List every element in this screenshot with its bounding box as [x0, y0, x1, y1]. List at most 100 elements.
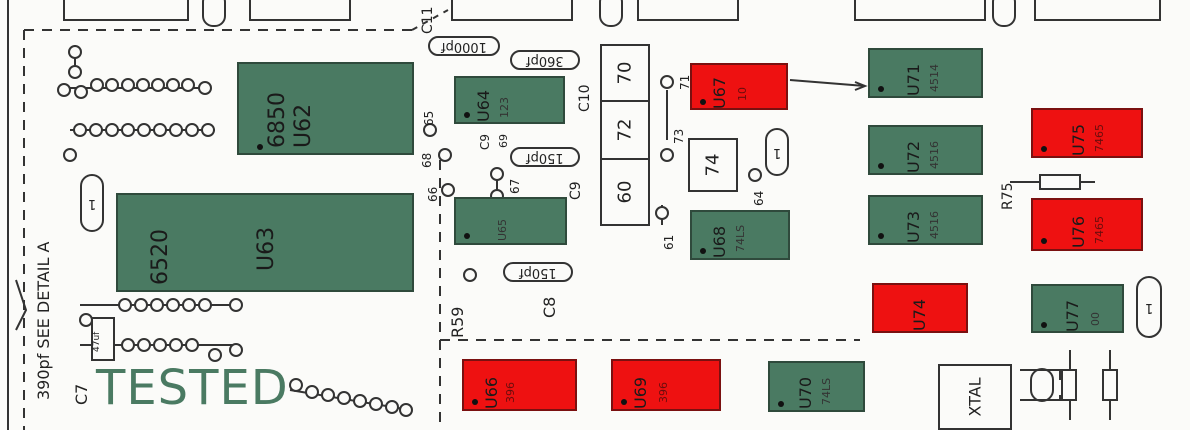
crystal-oscillator: XTAL [938, 364, 1012, 430]
capacitor-right-1: 1 [1136, 276, 1162, 338]
chip-ref: U77 [1063, 299, 1082, 332]
chip-u72[interactable]: U72 4516 [868, 125, 983, 175]
pin1-dot [464, 112, 470, 118]
chip-u69[interactable]: U69 396 [611, 359, 721, 411]
chip-u68[interactable]: U68 74LS [690, 210, 790, 260]
pin1-dot [878, 86, 884, 92]
chip-part-number: 4516 [928, 211, 941, 239]
chip-ref: U68 [710, 225, 729, 258]
chip-u65[interactable]: U65 [454, 197, 567, 245]
cell-70: 70 [600, 44, 650, 102]
chip-ref: U65 [496, 218, 509, 241]
label-66: 66 [426, 186, 440, 202]
capacitor-360pf: 360pf [510, 50, 580, 70]
chip-ref: U76 [1069, 215, 1088, 248]
capacitor-xtal [1030, 368, 1054, 402]
chip-u62[interactable]: 6850 U62 [237, 62, 414, 155]
chip-u73[interactable]: U73 4516 [868, 195, 983, 245]
chip-u70[interactable]: U70 74LS [768, 361, 865, 412]
chip-part-number: 6520 [148, 229, 173, 285]
chip-ref: U64 [474, 89, 493, 122]
label-r75: R75 [1000, 182, 1016, 210]
chip-part-number: 74LS [820, 377, 833, 405]
chip-u67[interactable]: U67 10 [690, 63, 788, 110]
label-c9: C9 [568, 181, 584, 200]
capacitor-value: 360pf [526, 52, 564, 68]
chip-ref: U69 [631, 376, 650, 409]
chip-part-number: 396 [657, 382, 670, 403]
chip-u76[interactable]: U76 7465 [1031, 198, 1143, 251]
chip-u66[interactable]: U66 396 [462, 359, 577, 411]
label-c10: C10 [577, 84, 593, 112]
pin1-dot [464, 233, 470, 239]
capacitor-value: 1 [1144, 299, 1154, 315]
pin1-dot [1041, 238, 1047, 244]
chip-part-number: 123 [498, 97, 511, 118]
capacitor-1000pf: 1000pf [428, 36, 500, 56]
cell-72: 72 [600, 100, 650, 160]
chip-u63[interactable]: 6520 U63 [116, 193, 414, 292]
label-67: 67 [508, 178, 522, 194]
cell-number: 74 [702, 153, 724, 177]
chip-ref: U70 [796, 376, 815, 409]
chip-part-number: 74LS [734, 224, 747, 252]
chip-part-number: 396 [504, 382, 517, 403]
chip-u75[interactable]: U75 7465 [1031, 108, 1143, 158]
pin1-dot [878, 233, 884, 239]
chip-ref: U66 [482, 376, 501, 409]
label-65: 65 [422, 110, 436, 126]
chip-part-number: 10 [736, 87, 749, 101]
cell-60: 60 [600, 158, 650, 226]
chip-part-number: 4516 [928, 141, 941, 169]
cell-number: 60 [614, 180, 636, 204]
chip-u74[interactable]: U74 [872, 283, 968, 333]
pin1-dot [1041, 322, 1047, 328]
pin1-dot [1041, 146, 1047, 152]
capacitor-value: 1 [772, 144, 782, 160]
label-c11: C11 [420, 6, 436, 34]
chip-ref: U67 [710, 76, 729, 109]
label-r59: R59 [448, 306, 467, 338]
label-69: 69 [497, 134, 510, 148]
pin1-dot [621, 399, 627, 405]
pin1-dot [778, 401, 784, 407]
chip-part-number: 00 [1089, 312, 1102, 326]
chip-ref: U71 [904, 63, 923, 96]
label-47uf: 47uf [92, 331, 102, 352]
tested-stamp: TESTED [96, 360, 289, 416]
label-c9-small: C9 [478, 133, 492, 150]
capacitor-150pf-b: 150pf [503, 262, 573, 282]
label-c8: C8 [540, 296, 559, 318]
pin1-dot [257, 144, 263, 150]
capacitor-value: 1 [87, 195, 97, 211]
pin1-dot [700, 99, 706, 105]
label-73: 73 [672, 128, 686, 144]
capacitor-value: 150pf [519, 264, 557, 280]
chip-ref: U63 [254, 226, 279, 271]
capacitor-value: 1000pf [441, 38, 487, 54]
cell-number: 72 [614, 118, 636, 142]
cell-number: 70 [614, 61, 636, 85]
cell-74: 74 [688, 138, 738, 192]
capacitor-left-1: 1 [80, 174, 104, 232]
capacitor-value: 150pf [526, 149, 564, 165]
capacitor-center-1: 1 [765, 128, 789, 176]
chip-ref: U72 [904, 140, 923, 173]
chip-u77[interactable]: U77 00 [1031, 284, 1124, 333]
label-68: 68 [420, 152, 434, 168]
capacitor-150pf-a: 150pf [510, 147, 580, 167]
chip-part-number: 6850 [265, 92, 290, 148]
chip-ref: U74 [910, 298, 929, 331]
chip-u64[interactable]: U64 123 [454, 76, 565, 124]
label-71: 71 [678, 74, 692, 90]
xtal-label: XTAL [965, 377, 985, 417]
chip-ref: U75 [1069, 123, 1088, 156]
chip-u71[interactable]: U71 4514 [868, 48, 983, 98]
pin1-dot [878, 163, 884, 169]
label-64: 64 [752, 190, 766, 206]
chip-part-number: 7465 [1093, 216, 1106, 244]
label-c7: C7 [72, 383, 91, 405]
see-detail-label: 390pf SEE DETAIL A [34, 241, 53, 400]
